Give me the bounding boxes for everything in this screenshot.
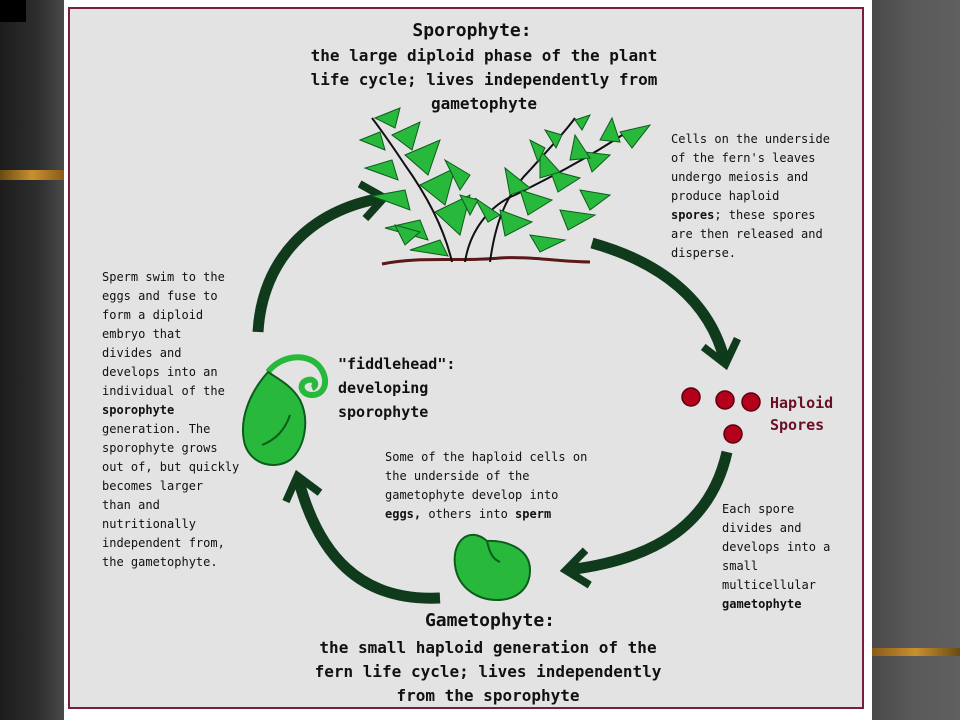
note-line: Each spore	[722, 502, 795, 516]
note-line: eggs, others into sperm	[385, 505, 625, 524]
arrow-sporophyte-to-spores	[590, 237, 725, 362]
note-line: undergo meiosis and	[671, 170, 809, 184]
note-bold-term: sperm	[515, 507, 552, 521]
note-line: form a diploid	[102, 308, 204, 322]
spore-dot	[723, 424, 743, 444]
haploid-spores-dots	[681, 387, 761, 444]
note-line: than and	[102, 498, 160, 512]
note-bold-term: spores	[671, 208, 715, 222]
gametophyte-desc-line: the small haploid generation of the	[319, 638, 657, 657]
note-line: the underside of the	[385, 469, 530, 483]
slide-corner-block	[0, 0, 26, 22]
gametophyte-title: Gametophyte:	[424, 610, 556, 631]
sporophyte-desc-line: gametophyte	[431, 94, 537, 113]
note-fertilization: Sperm swim to the eggs and fuse to form …	[102, 268, 252, 572]
sporophyte-description: the large diploid phase of the plant lif…	[274, 44, 694, 116]
note-bold-term: eggs,	[385, 507, 422, 521]
gametophyte-illustration	[453, 534, 532, 602]
note-line: are then released and	[671, 227, 823, 241]
note-spore-development: Each spore divides and develops into a s…	[722, 500, 862, 614]
haploid-spores-label-line: Spores	[770, 416, 825, 434]
slide-left-border	[0, 0, 64, 720]
spore-dot	[715, 390, 735, 410]
slide-accent-stripe-left	[0, 170, 64, 180]
slide-right-border	[872, 0, 960, 720]
fiddlehead-label: "fiddlehead": developing sporophyte	[338, 352, 455, 424]
gametophyte-description: the small haploid generation of the fern…	[278, 636, 698, 708]
note-line: independent from,	[102, 536, 225, 550]
note-meiosis: Cells on the underside of the fern's lea…	[671, 130, 861, 263]
gametophyte-desc-line: fern life cycle; lives independently	[314, 662, 662, 681]
spore-dot	[681, 387, 701, 407]
note-text: others into	[421, 507, 516, 521]
note-line: sporophyte	[102, 401, 252, 420]
fiddlehead-label-line: "fiddlehead":	[338, 355, 456, 373]
note-line: generation. The	[102, 422, 211, 436]
sporophyte-desc-line: life cycle; lives independently from	[310, 70, 658, 89]
note-line: individual of the	[102, 384, 225, 398]
note-line: the gametophyte.	[102, 555, 218, 569]
note-line: embryo that	[102, 327, 182, 341]
note-line: disperse.	[671, 246, 737, 260]
note-line: spores; these spores	[671, 206, 861, 225]
note-line: gametophyte develop into	[385, 488, 559, 502]
fiddlehead-illustration	[241, 354, 329, 466]
note-line: becomes larger	[102, 479, 204, 493]
haploid-spores-label: Haploid Spores	[770, 392, 833, 436]
spore-dot	[741, 392, 761, 412]
note-line: produce haploid	[671, 189, 780, 203]
note-line: nutritionally	[102, 517, 196, 531]
note-line: multicellular	[722, 578, 816, 592]
note-line: divides and	[722, 521, 802, 535]
haploid-spores-label-line: Haploid	[770, 394, 834, 412]
arrow-gametophyte-to-fiddlehead	[298, 478, 441, 604]
gametophyte-desc-line: from the sporophyte	[396, 686, 580, 705]
sporophyte-desc-line: the large diploid phase of the plant	[310, 46, 658, 65]
note-line: small	[722, 559, 759, 573]
note-line: eggs and fuse to	[102, 289, 218, 303]
fiddlehead-label-line: sporophyte	[338, 403, 429, 421]
note-line: Sperm swim to the	[102, 270, 225, 284]
note-line: Cells on the underside	[671, 132, 830, 146]
note-line: Some of the haploid cells on	[385, 450, 588, 464]
arrow-fiddlehead-to-sporophyte	[252, 198, 382, 333]
note-line: divides and	[102, 346, 182, 360]
slide-accent-stripe-right	[872, 648, 960, 656]
fern-sporophyte-illustration	[358, 107, 652, 266]
note-eggs-sperm: Some of the haploid cells on the undersi…	[385, 448, 625, 524]
arrow-spores-to-gametophyte	[568, 450, 733, 570]
note-line: of the fern's leaves	[671, 151, 816, 165]
note-text: ; these spores	[714, 208, 816, 222]
note-line: develops into an	[102, 365, 218, 379]
note-line: gametophyte	[722, 595, 862, 614]
note-line: out of, but quickly	[102, 460, 240, 474]
note-bold-term: sporophyte	[102, 403, 175, 417]
note-line: sporophyte grows	[102, 441, 218, 455]
note-bold-term: gametophyte	[722, 597, 802, 611]
sporophyte-title: Sporophyte:	[412, 20, 532, 41]
note-line: develops into a	[722, 540, 831, 554]
fiddlehead-label-line: developing	[338, 379, 429, 397]
